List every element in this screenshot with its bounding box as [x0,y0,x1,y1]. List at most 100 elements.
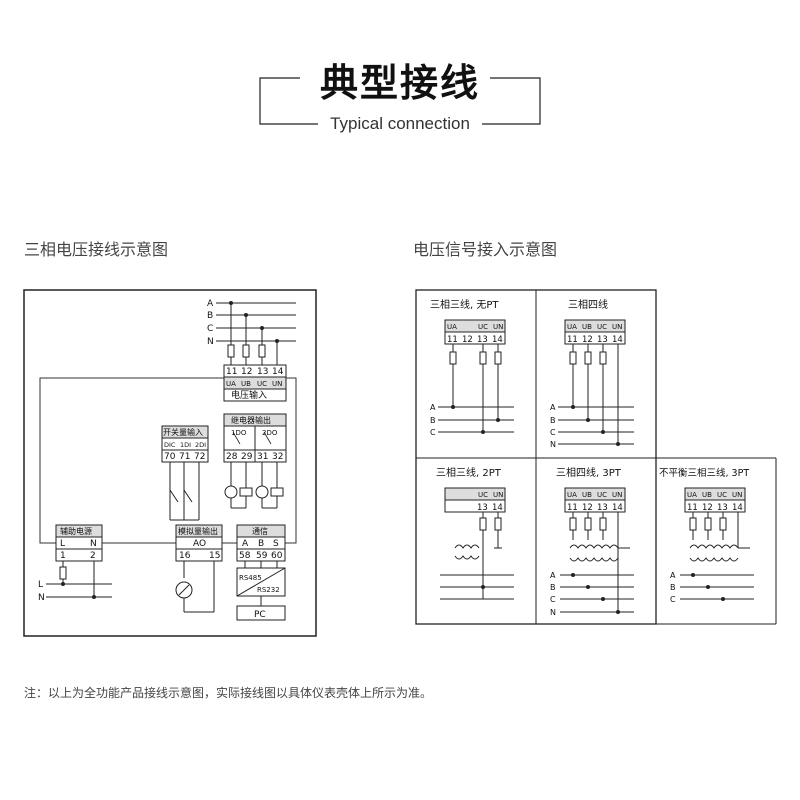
phase-c-label: C [207,324,213,334]
comm-label-s: S [273,539,279,549]
aux-label-l: L [60,539,65,549]
p2-phase-c: C [550,428,556,437]
p1-t11: 11 [447,335,458,345]
panel-title-3p4w: 三相四线 [568,298,608,311]
panel-title-3p4w-3pt: 三相四线, 3PT [556,466,622,479]
terminal-29: 29 [241,452,253,462]
comm-label-a: A [242,539,249,549]
terminal-72: 72 [194,452,205,462]
label-2di: 2DI [195,441,206,449]
label-2do: 2DO [262,429,278,437]
p5-phase-b: B [670,583,676,592]
analog-output-title: 模拟量输出 [178,526,218,536]
terminal-58: 58 [239,551,251,561]
p5-label-ub: UB [702,491,712,499]
p5-t14: 14 [732,503,743,513]
label-dic: DIC [164,441,176,449]
panel-title-unbalanced-3pt: 不平衡三相三线, 3PT [659,467,749,479]
terminal-11: 11 [226,367,237,377]
terminal-14: 14 [272,367,284,377]
p4-phase-b: B [550,583,556,592]
label-ao: AO [193,539,206,549]
label-uc: UC [257,380,267,388]
p4-label-un: UN [612,491,622,499]
p3-t14: 14 [492,503,503,513]
label-1di: 1DI [180,441,191,449]
switch-input-title: 开关量输入 [163,427,203,437]
p2-t12: 12 [582,335,593,345]
main-subtitle: Typical connection [330,114,470,133]
terminal-2: 2 [90,551,96,561]
p4-t11: 11 [567,503,578,513]
p5-phase-c: C [670,595,676,604]
p3-label-un: UN [493,491,503,499]
p3-label-uc: UC [478,491,488,499]
p2-label-uc: UC [597,323,607,331]
relay-output-title: 继电器输出 [231,415,271,425]
comm-title: 通信 [252,526,268,536]
aux-label-n: N [90,539,97,549]
p5-label-uc: UC [717,491,727,499]
p4-t13: 13 [597,503,608,513]
p1-label-uc: UC [478,323,488,331]
terminal-31: 31 [257,452,268,462]
p3-t13: 13 [477,503,488,513]
terminal-1: 1 [60,551,66,561]
p1-phase-c: C [430,428,436,437]
p4-phase-a: A [550,571,556,580]
p1-label-ua: UA [447,323,457,331]
pc-label: PC [254,610,266,620]
panel-title-3p3w-2pt: 三相三线, 2PT [436,466,502,479]
p4-t12: 12 [582,503,593,513]
p4-label-ua: UA [567,491,577,499]
rs232-label: RS232 [257,586,280,594]
p1-phase-a: A [430,403,436,412]
voltage-input-title: 电压输入 [231,389,267,401]
junction-dots [61,301,279,599]
terminal-59: 59 [256,551,268,561]
terminal-70: 70 [164,452,176,462]
aux-power-title: 辅助电源 [60,526,92,536]
terminal-60: 60 [271,551,283,561]
label-un: UN [272,380,282,388]
terminal-16: 16 [179,551,191,561]
p2-phase-n: N [550,440,556,449]
p2-t13: 13 [597,335,608,345]
p5-label-un: UN [732,491,742,499]
phase-n-label: N [207,337,214,347]
label-ub: UB [241,380,251,388]
terminal-28: 28 [226,452,238,462]
p1-t12: 12 [462,335,473,345]
line-n-label: N [38,593,45,603]
footnote: 注：以上为全功能产品接线示意图，实际接线图以具体仪表壳体上所示为准。 [24,686,433,700]
p2-label-un: UN [612,323,622,331]
p5-t12: 12 [702,503,713,513]
phase-a-label: A [207,299,214,309]
right-junction-dots [451,405,725,614]
line-l-label: L [38,580,43,590]
terminal-13: 13 [257,367,268,377]
p1-label-un: UN [493,323,503,331]
p1-t13: 13 [477,335,488,345]
main-title: 典型接线 [319,61,480,105]
p4-phase-c: C [550,595,556,604]
rs485-label: RS485 [239,574,262,582]
phase-b-label: B [207,311,213,321]
p2-phase-a: A [550,403,556,412]
p2-t11: 11 [567,335,578,345]
terminal-32: 32 [272,452,283,462]
p4-phase-n: N [550,608,556,617]
p4-label-ub: UB [582,491,592,499]
p1-phase-b: B [430,416,436,425]
p1-t14: 14 [492,335,503,345]
title-frame [259,77,541,125]
p4-label-uc: UC [597,491,607,499]
p2-phase-b: B [550,416,556,425]
label-ua: UA [226,380,236,388]
p5-t13: 13 [717,503,728,513]
terminal-15: 15 [209,551,220,561]
p5-label-ua: UA [687,491,697,499]
section-title-left: 三相电压接线示意图 [24,240,169,259]
left-wiring-diagram [23,289,317,637]
